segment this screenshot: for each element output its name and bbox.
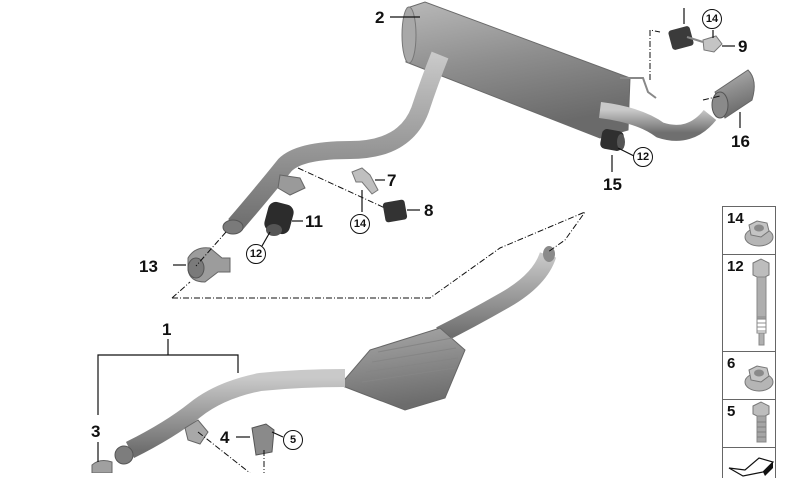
callout-part-16[interactable]: 16: [731, 132, 750, 151]
long-bolt-icon: [752, 258, 770, 346]
callout-part-15[interactable]: 15: [603, 175, 622, 194]
callout-part-8[interactable]: 8: [424, 201, 434, 220]
flange-nut-icon: [744, 220, 774, 247]
legend-item-bracket[interactable]: [723, 448, 775, 478]
callout-part-11[interactable]: 11: [305, 212, 323, 231]
legend-item-5[interactable]: 5: [723, 400, 775, 448]
callout-part-7[interactable]: 7: [387, 171, 397, 190]
callout-part-3[interactable]: 3: [91, 422, 101, 441]
bracket-part-7: [351, 167, 379, 195]
legend-label: 6: [727, 355, 736, 372]
rubber-bushing-part-15: [600, 129, 625, 151]
flange-nut-icon: [744, 365, 774, 392]
front-pipe-with-catalyst-part-1: [114, 246, 557, 465]
legend-label: 14: [727, 210, 744, 227]
callout-part-9[interactable]: 9: [738, 37, 748, 56]
short-bolt-icon: [752, 401, 770, 443]
legend-label: 5: [727, 403, 736, 420]
circled-ref-12-muffler[interactable]: 12: [633, 147, 653, 167]
callout-part-2[interactable]: 2: [375, 8, 385, 27]
rubber-mount-part-4: [251, 423, 275, 456]
rear-muffler-part-2: [401, 1, 717, 141]
legend-label: 12: [727, 258, 744, 275]
circled-ref-12-middle[interactable]: 12: [246, 244, 266, 264]
rubber-mount-part-9: [668, 26, 723, 53]
legend-item-12[interactable]: 12: [723, 255, 775, 352]
fastener-legend: 14 12 6 5: [722, 206, 776, 478]
tailpipe-tip-part-16: [711, 69, 755, 119]
callout-part-1[interactable]: 1: [162, 320, 172, 339]
rubber-mount-part-8: [382, 199, 408, 223]
rubber-mount-part-11: [264, 201, 294, 236]
sheet-bracket-icon: [728, 457, 775, 477]
leader-lines: [97, 8, 741, 462]
callout-part-13[interactable]: 13: [139, 257, 158, 276]
callout-part-4[interactable]: 4: [220, 428, 230, 447]
alignment-lines: [171, 29, 721, 473]
circled-ref-14-top[interactable]: 14: [702, 9, 722, 29]
clamp-part-13: [187, 247, 231, 283]
circled-ref-14-middle[interactable]: 14: [350, 214, 370, 234]
circled-ref-5[interactable]: 5: [283, 430, 303, 450]
legend-item-6[interactable]: 6: [723, 352, 775, 400]
legend-item-14[interactable]: 14: [723, 207, 775, 255]
clamp-part-3: [91, 460, 113, 473]
intermediate-pipe: [222, 51, 449, 235]
